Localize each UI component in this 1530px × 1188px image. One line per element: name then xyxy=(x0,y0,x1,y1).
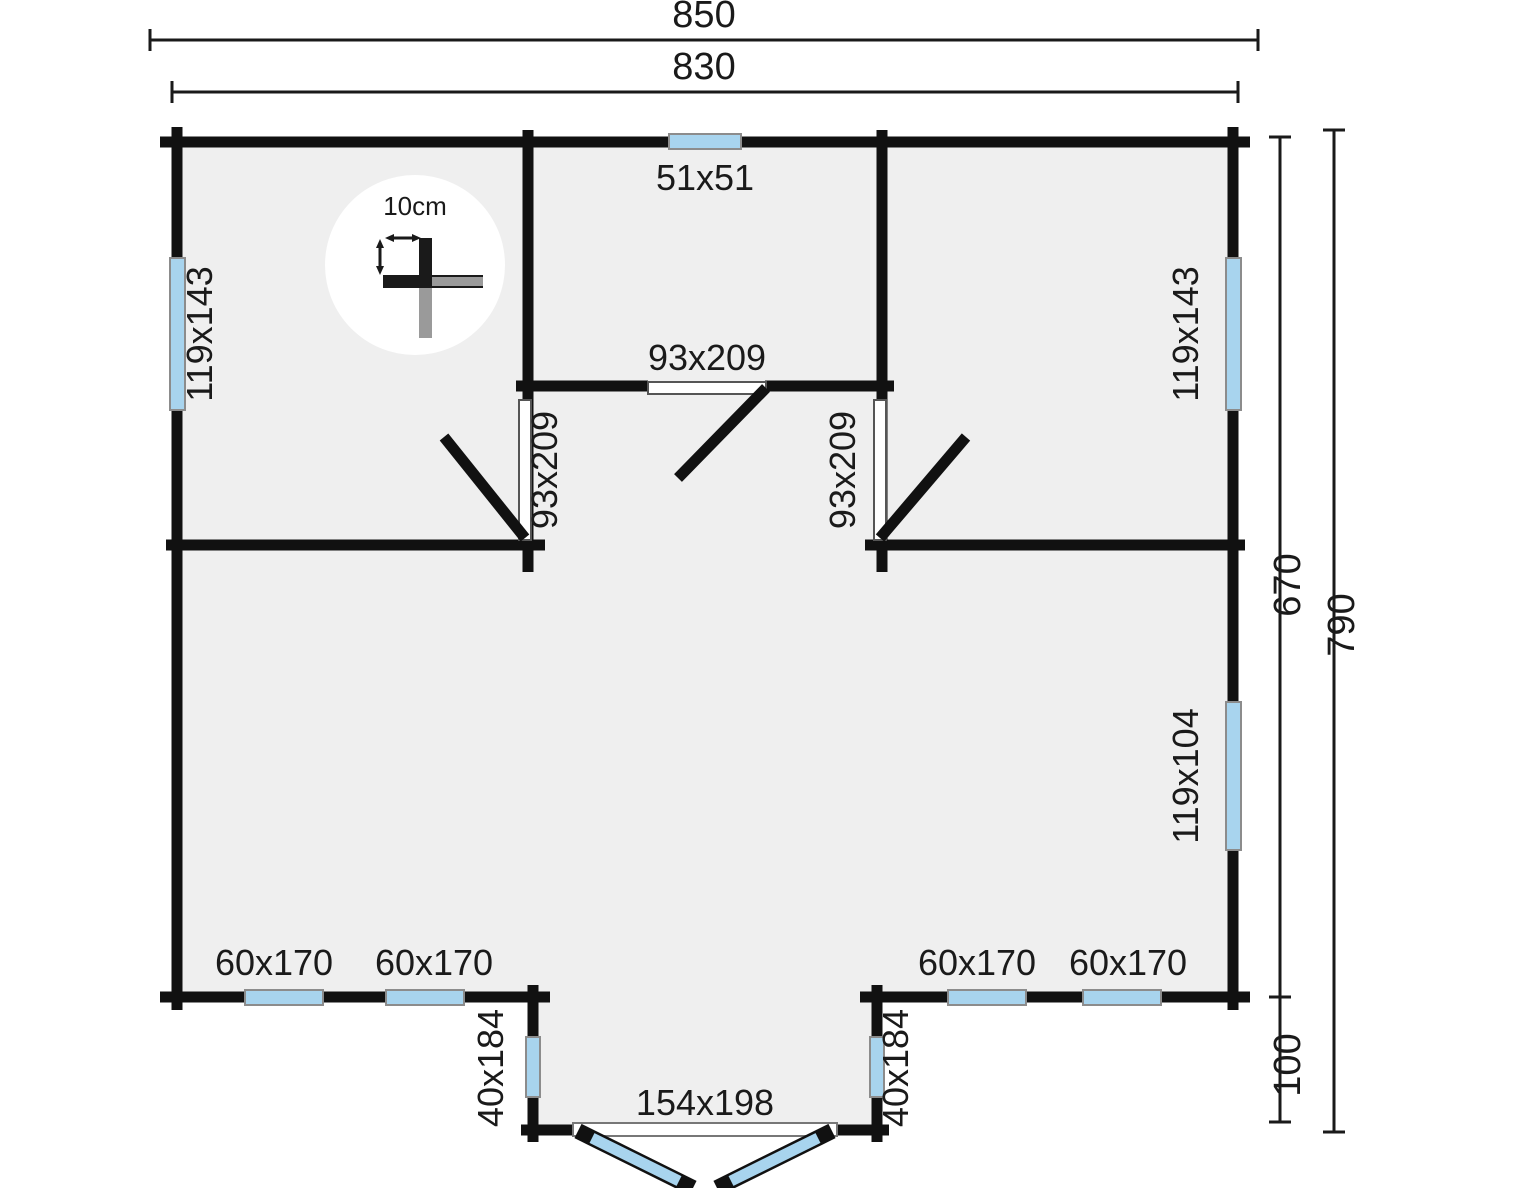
scale-arrow-v-head-top xyxy=(376,239,384,248)
window-glass xyxy=(525,1036,541,1098)
door-swing xyxy=(674,384,770,482)
window-glass xyxy=(1082,989,1162,1006)
door-leaf xyxy=(518,399,532,541)
door-leaf xyxy=(647,381,767,395)
window-glass xyxy=(385,989,465,1006)
dimension-label-right-upper: 670 xyxy=(1267,553,1309,616)
scale-arrow-v-head-bottom xyxy=(376,266,384,275)
window-bottom-right-1-60x170 xyxy=(947,989,1027,1006)
window-right-lower-119x104 xyxy=(1225,701,1242,851)
door-swing xyxy=(439,433,530,542)
scale-wall-horizontal-light xyxy=(432,277,483,286)
door-leaf-right-glass xyxy=(728,1133,821,1186)
dimension-label-top-inner: 830 xyxy=(672,46,735,88)
window-glass xyxy=(1225,701,1242,851)
floor-area xyxy=(172,137,1238,1130)
scale-detail: 10cm xyxy=(325,175,505,355)
door-label-left: 93x209 xyxy=(524,411,565,529)
window-glass xyxy=(1225,257,1242,411)
door-threshold xyxy=(572,1122,838,1137)
door-leaf-left xyxy=(574,1123,697,1188)
window-label-porch-right: 40x184 xyxy=(875,1009,916,1127)
scale-arrow-h-head-right xyxy=(412,234,421,242)
door-leaf xyxy=(873,399,887,541)
dimension-top-outer xyxy=(148,29,1260,51)
window-label-bottom-left-2: 60x170 xyxy=(375,942,493,983)
door-leaf-right xyxy=(713,1123,836,1188)
window-glass xyxy=(947,989,1027,1006)
door-label-center: 93x209 xyxy=(648,337,766,378)
window-right-upper-119x143 xyxy=(1225,257,1242,411)
dimension-right-inner xyxy=(1269,135,1291,1124)
window-label-left: 119x143 xyxy=(179,266,220,401)
floor-fill xyxy=(172,137,1238,1130)
scale-wall-vertical-light xyxy=(419,280,432,338)
window-left-119x143 xyxy=(169,257,186,411)
window-label-top: 51x51 xyxy=(656,157,754,198)
window-label-bottom-right-1: 60x170 xyxy=(918,942,1036,983)
dimension-label-right-outer: 790 xyxy=(1321,593,1363,656)
dimension-label-right-lower: 100 xyxy=(1267,1033,1309,1096)
dimension-right-outer xyxy=(1323,128,1345,1134)
scale-arrow-horizontal xyxy=(385,234,421,242)
scale-detail-background xyxy=(325,175,505,355)
scale-arrow-vertical xyxy=(376,239,384,275)
dimension-label-top-outer: 850 xyxy=(672,0,735,36)
window-bottom-left-2-60x170 xyxy=(385,989,465,1006)
scale-arrow-h-head-left xyxy=(385,234,394,242)
window-bottom-left-1-60x170 xyxy=(244,989,324,1006)
window-glass xyxy=(244,989,324,1006)
window-top-51x51 xyxy=(668,133,742,150)
scale-detail-label: 10cm xyxy=(383,191,447,221)
window-label-bottom-left-1: 60x170 xyxy=(215,942,333,983)
door-right-93x209 xyxy=(873,399,971,542)
door-center-93x209 xyxy=(647,381,770,482)
window-label-right-lower: 119x104 xyxy=(1165,708,1206,843)
door-swing xyxy=(875,433,971,542)
door-left-93x209 xyxy=(439,399,532,542)
window-porch-left-40x184 xyxy=(525,1036,541,1098)
window-glass xyxy=(869,1036,885,1098)
window-label-porch-left: 40x184 xyxy=(470,1009,511,1127)
window-label-bottom-right-2: 60x170 xyxy=(1069,942,1187,983)
window-porch-right-40x184 xyxy=(869,1036,885,1098)
window-label-right-upper: 119x143 xyxy=(1165,266,1206,401)
dimension-top-inner xyxy=(170,81,1240,103)
window-glass xyxy=(668,133,742,150)
door-front-154x198 xyxy=(572,1122,838,1188)
door-leaf-left-glass xyxy=(589,1133,682,1186)
door-label-right: 93x209 xyxy=(822,411,863,529)
door-label-front: 154x198 xyxy=(636,1082,774,1123)
window-bottom-right-2-60x170 xyxy=(1082,989,1162,1006)
window-glass xyxy=(169,257,186,411)
